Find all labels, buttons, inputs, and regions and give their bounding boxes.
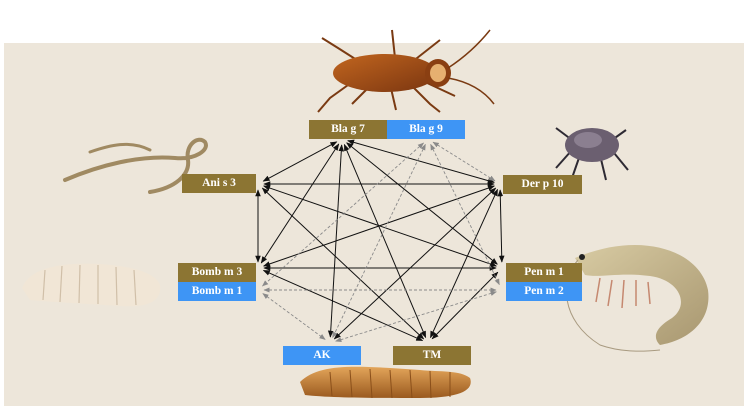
dust-mite-icon: [555, 127, 629, 181]
edge-bomb-m-3-to-tm: [262, 269, 424, 342]
silkworm-icon: [22, 263, 161, 307]
label-ani-s-3: Ani s 3: [182, 174, 256, 193]
shrimp-icon: [566, 244, 709, 352]
label-bla-g-7: Bla g 7: [309, 120, 387, 139]
label-bomb-m-1: Bomb m 1: [178, 282, 256, 301]
anisakis-worm-icon: [63, 137, 208, 194]
label-der-p-10: Der p 10: [503, 175, 582, 194]
edge-pen-m-2-to-ak: [335, 291, 497, 342]
edge-ani-s-3-to-bla-g-7: [262, 141, 338, 182]
label-bla-g-9: Bla g 9: [387, 120, 465, 139]
mealworm-icon: [300, 366, 471, 399]
label-ak: AK: [283, 346, 361, 365]
label-tm: TM: [393, 346, 471, 365]
edge-bla-g-9-to-pen-m-2: [430, 143, 500, 286]
cockroach-icon: [317, 29, 495, 113]
edge-bla-g-9-to-ak: [332, 143, 426, 339]
label-bomb-m-3: Bomb m 3: [178, 263, 256, 282]
edge-bomb-m-1-to-ak: [262, 293, 326, 340]
edge-bla-g-9-to-der-p-10: [432, 141, 496, 182]
edge-bla-g-9-to-bomb-m-1: [262, 142, 424, 287]
edge-der-p-10-to-ak: [333, 187, 497, 340]
label-pen-m-1: Pen m 1: [506, 263, 582, 282]
edge-pen-m-1-to-tm: [431, 271, 499, 340]
edge-der-p-10-to-pen-m-1: [497, 189, 505, 263]
label-pen-m-2: Pen m 2: [506, 282, 582, 301]
edges-layer: [255, 139, 505, 342]
